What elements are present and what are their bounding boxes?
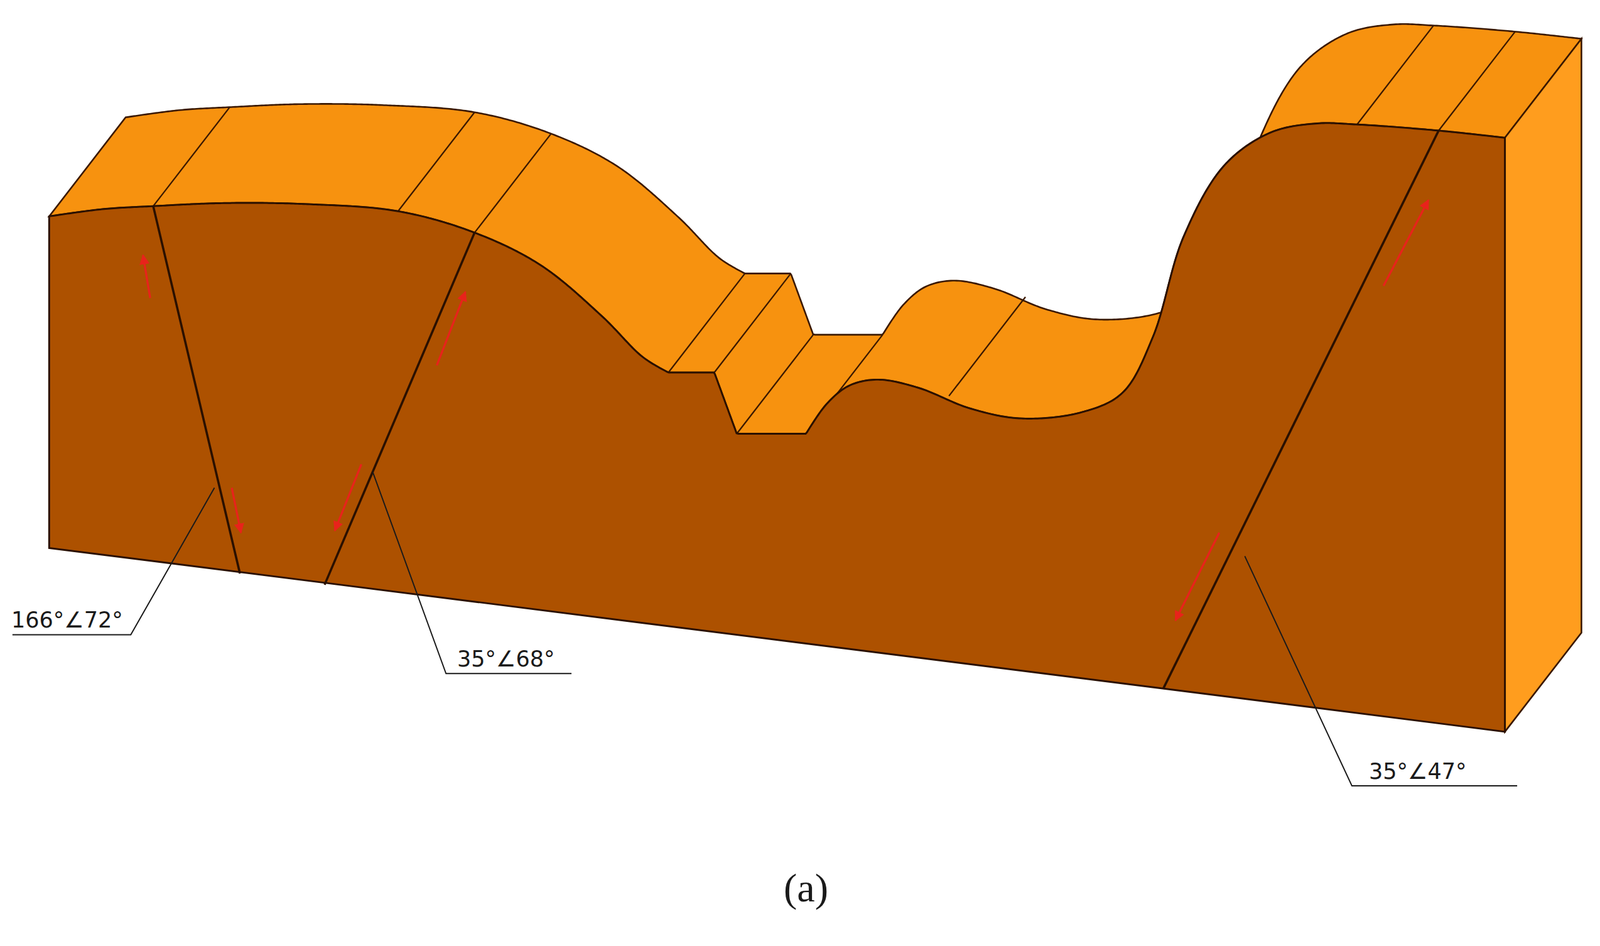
surface-edge — [153, 107, 230, 207]
slip-arrow — [1175, 532, 1220, 621]
surface-edge — [714, 273, 792, 373]
slip-arrow — [143, 254, 151, 298]
surface-edge — [1438, 31, 1516, 131]
side-face — [1505, 38, 1582, 732]
surface-edge — [398, 112, 475, 212]
leader-line — [372, 471, 572, 674]
slip-arrow — [334, 464, 362, 531]
fault-annotations — [12, 130, 1518, 786]
front-face — [48, 123, 1505, 732]
leader-line — [1244, 555, 1518, 786]
caption: (a) — [783, 865, 829, 910]
fault-line — [324, 232, 475, 584]
surface-edge — [948, 297, 1026, 397]
surface-edge — [736, 334, 814, 434]
attitude-label: 35°∠47° — [1368, 759, 1467, 784]
slip-arrow — [1383, 199, 1428, 286]
attitude-label: 35°∠68° — [457, 646, 555, 672]
attitude-label: 166°∠72° — [11, 607, 124, 633]
surface-edge — [1356, 25, 1434, 125]
fault-line — [1162, 130, 1439, 689]
surface-edge — [668, 273, 745, 373]
rock-block — [48, 23, 1582, 732]
surface-edge — [474, 133, 552, 233]
slip-arrow — [437, 291, 466, 366]
slip-arrow — [231, 487, 242, 533]
